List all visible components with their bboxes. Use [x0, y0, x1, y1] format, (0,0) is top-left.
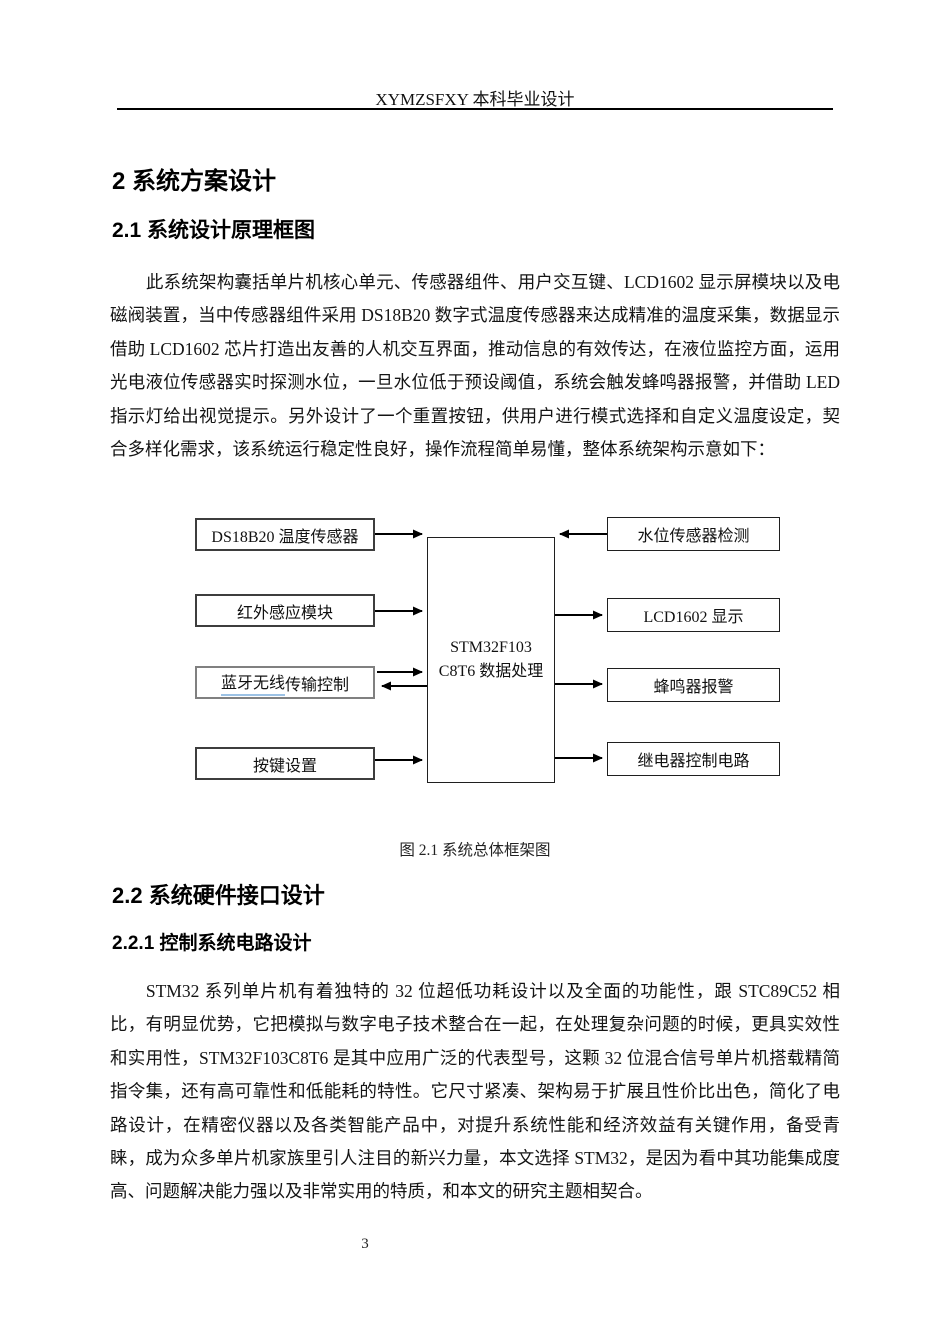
diagram-box-stm32-mcu: STM32F103 C8T6 数据处理	[427, 537, 555, 783]
diagram-box-label: LCD1602 显示	[643, 609, 744, 626]
header-divider	[117, 108, 833, 110]
diagram-box-lcd1602-display: LCD1602 显示	[607, 598, 780, 632]
diagram-box-label: 蜂鸣器报警	[653, 679, 734, 696]
diagram-box-label-underlined: 蓝牙无线	[220, 669, 285, 696]
diagram-arrows	[375, 529, 611, 765]
diagram-box-label: 按键设置	[252, 757, 317, 775]
heading-chapter-2: 2 系统方案设计	[112, 168, 277, 195]
heading-2-2: 2.2 系统硬件接口设计	[112, 883, 325, 908]
diagram-box-water-level-sensor: 水位传感器检测	[607, 517, 780, 551]
page-number: 3	[361, 1236, 369, 1252]
diagram-box-label: 红外感应模块	[236, 604, 333, 622]
page-header: XYMZSFXY 本科毕业设计	[0, 85, 950, 110]
system-block-diagram: DS18B20 温度传感器 红外感应模块 蓝牙无线传输控制 按键设置 STM32…	[150, 500, 840, 800]
diagram-box-relay-circuit: 继电器控制电路	[607, 742, 780, 776]
paragraph-stm32-description: STM32 系列单片机有着独特的 32 位超低功耗设计以及全面的功能性，跟 ST…	[110, 981, 840, 1202]
figure-caption: 图 2.1 系统总体框架图	[399, 842, 551, 859]
diagram-box-label: DS18B20 温度传感器	[211, 528, 359, 546]
paragraph-system-overview: 此系统架构囊括单片机核心单元、传感器组件、用户交互键、LCD1602 显示屏模块…	[110, 272, 840, 460]
diagram-box-buzzer-alarm: 蜂鸣器报警	[607, 668, 780, 702]
diagram-box-bluetooth-control: 蓝牙无线传输控制	[195, 666, 375, 699]
diagram-box-ds18b20-temp-sensor: DS18B20 温度传感器	[195, 518, 375, 551]
heading-2-2-1: 2.2.1 控制系统电路设计	[112, 933, 312, 954]
diagram-box-infrared-module: 红外感应模块	[195, 594, 375, 627]
diagram-center-line1: STM32F103	[450, 639, 532, 656]
diagram-box-label: 传输控制	[285, 676, 350, 694]
diagram-box-label: 水位传感器检测	[637, 528, 750, 545]
diagram-box-key-settings: 按键设置	[195, 747, 375, 780]
header-title: XYMZSFXY 本科毕业设计	[375, 90, 575, 109]
diagram-center-line2: C8T6 数据处理	[438, 663, 544, 680]
heading-2-1: 2.1 系统设计原理框图	[112, 219, 316, 242]
diagram-box-label: 继电器控制电路	[637, 753, 750, 770]
